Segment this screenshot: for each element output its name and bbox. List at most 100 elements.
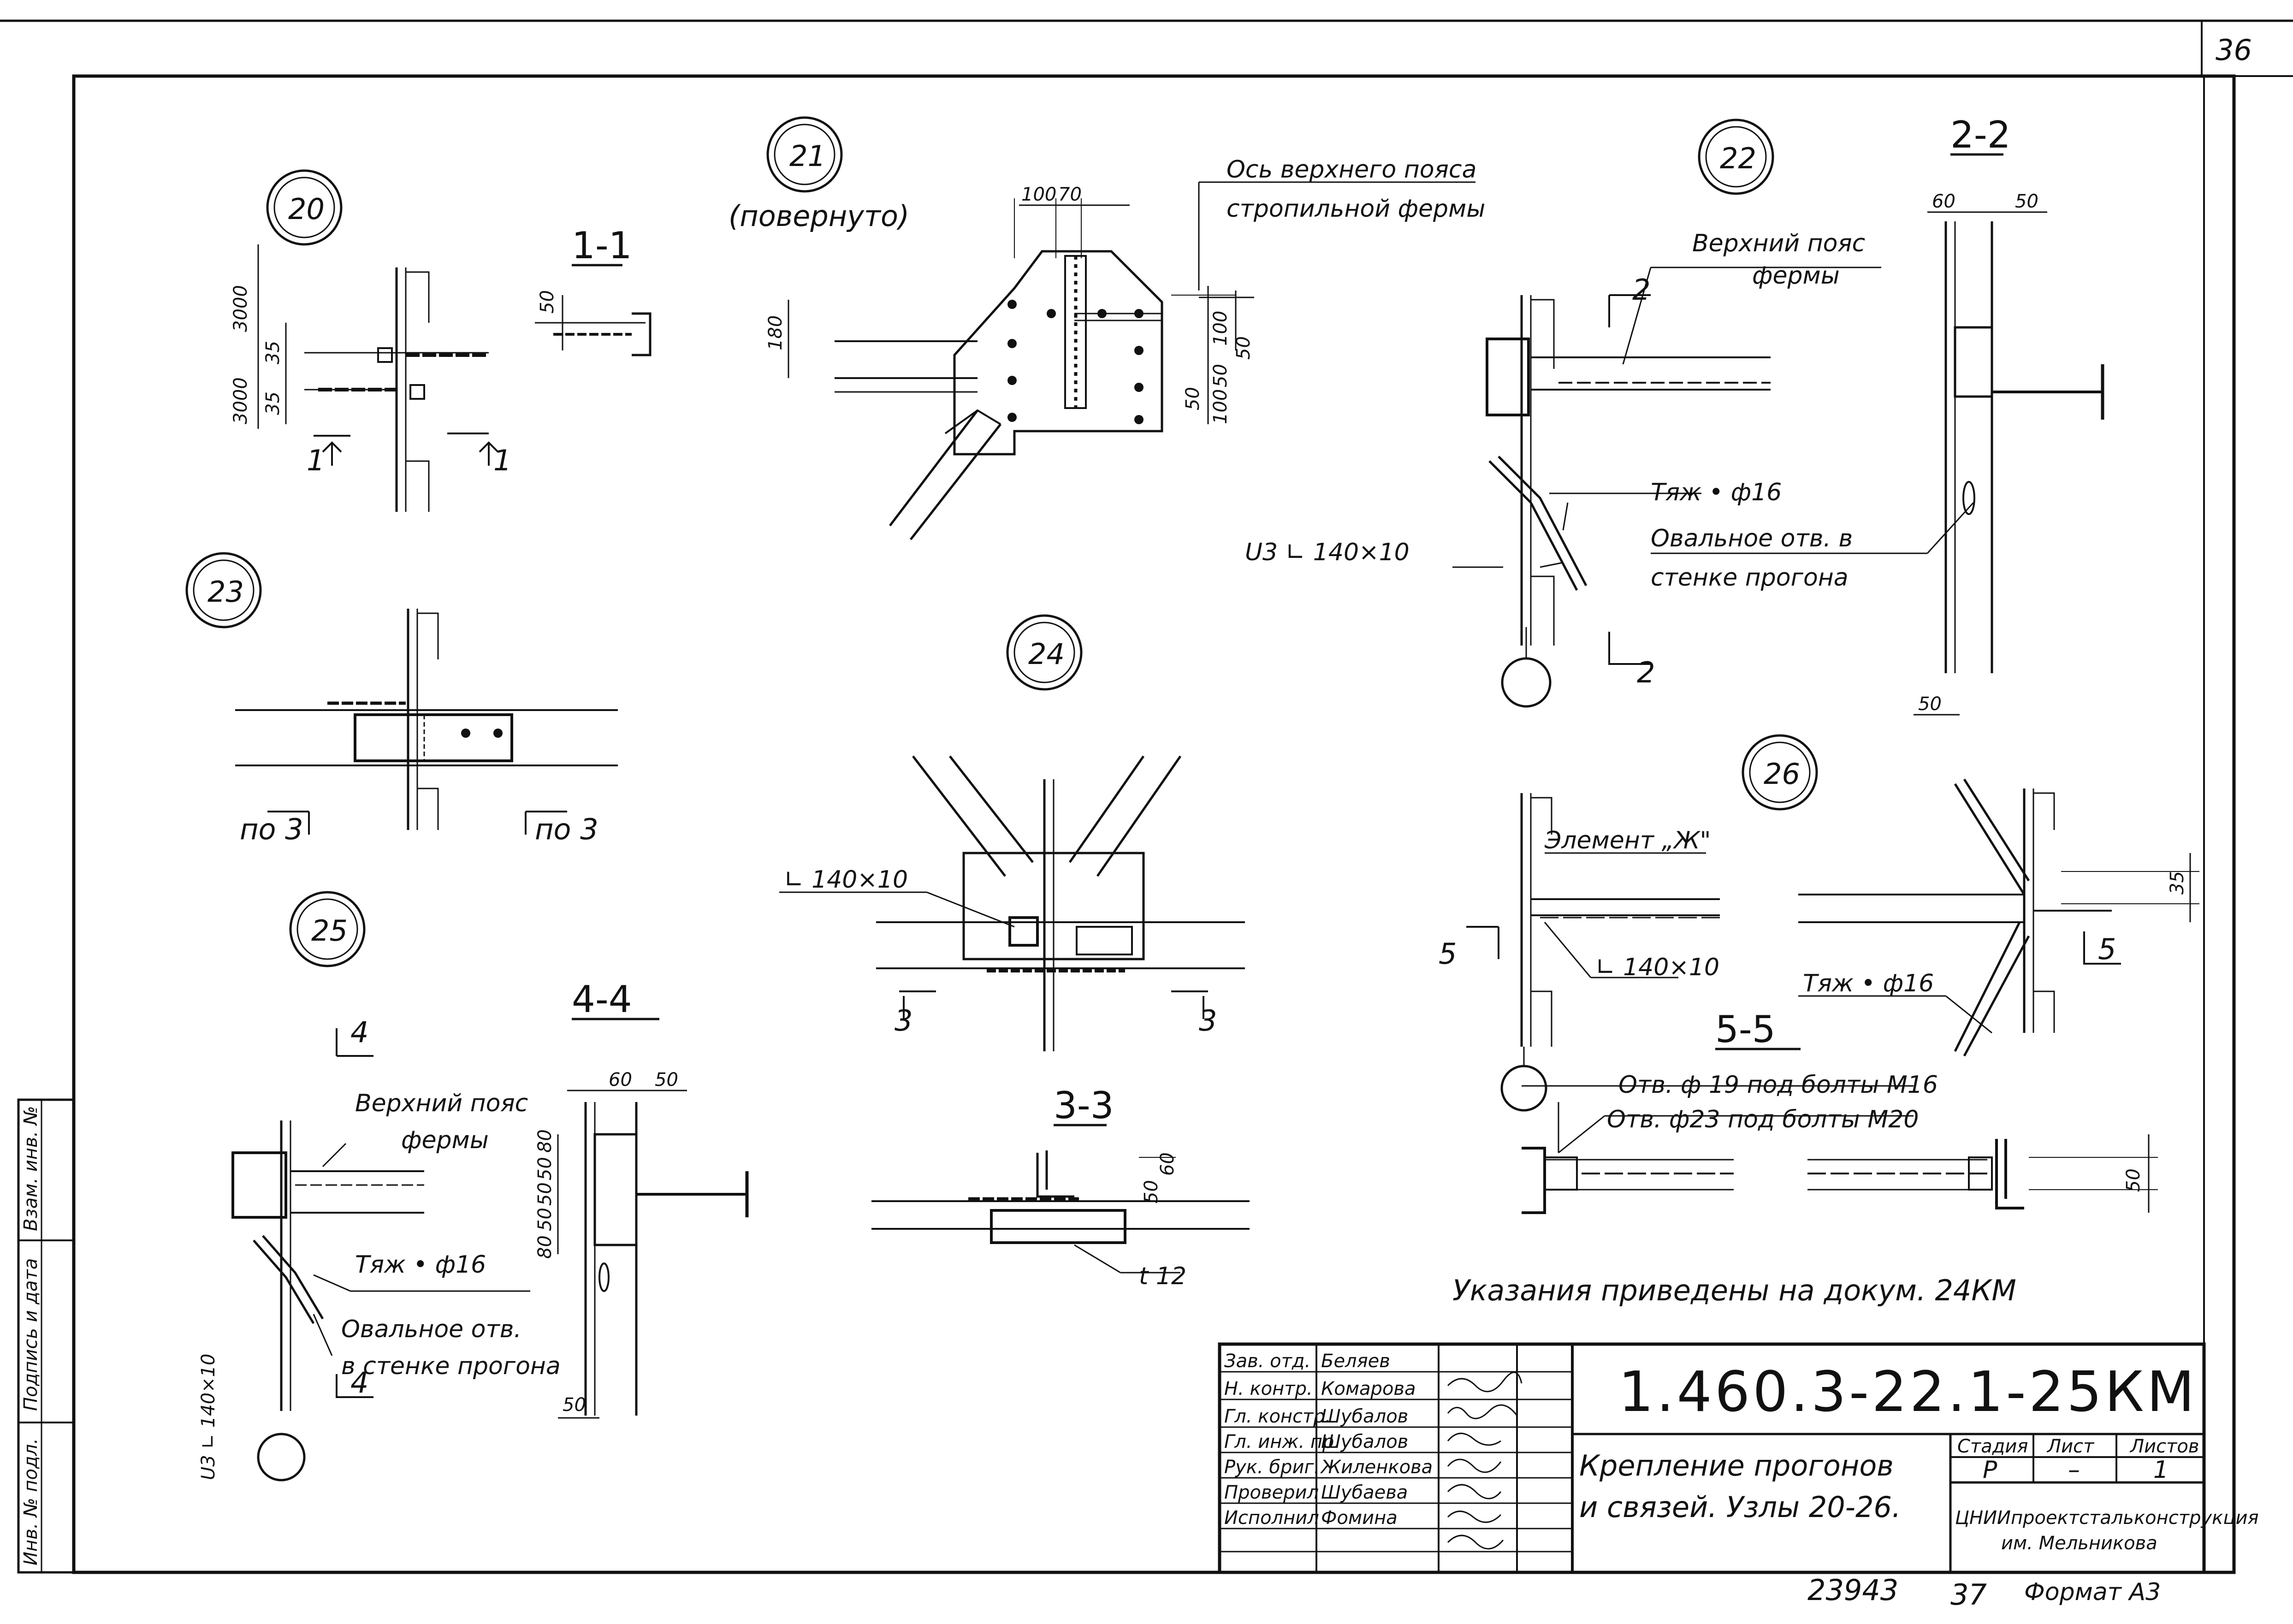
cut-5a: 5: [1439, 937, 1457, 971]
node-20-detail: [257, 244, 652, 512]
dim-50-44b: 50: [534, 1182, 556, 1206]
node-26-detail: [1466, 778, 2199, 1112]
role-5: Проверил: [1224, 1482, 1319, 1503]
cut-3c: 3: [895, 1004, 912, 1037]
label-tie-25: Тяж • ф16: [355, 1251, 486, 1279]
name-3: Шубалов: [1321, 1431, 1408, 1452]
cut-3a: по 3: [240, 812, 303, 846]
dim-60-44: 60: [609, 1069, 632, 1091]
bottom-number: 23943: [1807, 1573, 1898, 1607]
org-line-2: им. Мельникова: [2001, 1533, 2157, 1554]
side-stamp: [17, 1098, 75, 1574]
dim-180: 180: [765, 315, 786, 350]
section-3-3-detail: [871, 1150, 1250, 1274]
sheet-header: Лист: [2046, 1436, 2095, 1457]
label-tie-22: Тяж • ф16: [1651, 479, 1782, 506]
dim-50-44: 50: [655, 1069, 678, 1091]
section-4-4: 4-4: [572, 978, 632, 1021]
node-24-detail: [779, 755, 1245, 1051]
node-25-detail: [231, 1028, 530, 1482]
section-2-2: 2-2: [1950, 113, 2011, 156]
name-4: Жиленкова: [1320, 1457, 1433, 1478]
format-label: Формат А3: [2024, 1578, 2161, 1606]
label-oval-25b: в стенке прогона: [341, 1352, 561, 1380]
label-axis-top-chord: Ось верхнего пояса: [1226, 156, 1476, 184]
sheet-frame: [0, 19, 2293, 1574]
role-6: Исполнил: [1224, 1507, 1319, 1529]
section-3-3: 3-3: [1054, 1084, 1114, 1127]
section-2-2-detail: [1914, 211, 2104, 716]
stamp-inv-podl: Инв. № подл.: [20, 1438, 41, 1565]
label-oval-25a: Овальное отв.: [341, 1316, 521, 1343]
title-line-1: Крепление прогонов: [1579, 1449, 1894, 1482]
dim-3000b: 3000: [230, 377, 251, 424]
dim-80a: 80: [534, 1129, 556, 1153]
title-block: [1218, 1342, 2206, 1574]
label-oval-22a: Овальное отв. в: [1651, 525, 1853, 552]
dim-35-26: 35: [2167, 871, 2188, 895]
bottom-page: 37: [1950, 1578, 1987, 1612]
node-21-rotated: (повернуто): [729, 199, 909, 233]
node-23: 23: [207, 575, 244, 609]
node-circles: [185, 116, 1818, 967]
node-24: 24: [1028, 637, 1065, 671]
role-3: Гл. инж. пр.: [1224, 1431, 1340, 1452]
dim-50-1-1: 50: [537, 290, 558, 314]
label-hole-19: Отв. ф 19 под болты М16: [1618, 1071, 1938, 1099]
section-5-5: 5-5: [1715, 1008, 1776, 1051]
label-top-chord-22b: фермы: [1752, 262, 1840, 290]
dim-50b: 50: [1210, 364, 1231, 387]
name-6: Фомина: [1321, 1507, 1398, 1529]
cut-2b: 2: [1637, 656, 1655, 689]
cut-3d: 3: [1199, 1004, 1217, 1037]
sheet-value: –: [2068, 1456, 2080, 1484]
dim-100c: 100: [1210, 389, 1231, 424]
dim-35b: 35: [262, 391, 284, 415]
cut-1a: 1: [307, 444, 325, 477]
sheets-value: 1: [2153, 1456, 2169, 1484]
label-oval-22b: стенке прогона: [1651, 564, 1849, 592]
label-angle-24: ∟ 140×10: [784, 866, 908, 894]
label-top-chord-22a: Верхний пояс: [1692, 230, 1865, 257]
label-top-chord-25a: Верхний пояс: [355, 1090, 528, 1117]
label-angle-26: ∟ 140×10: [1595, 954, 1719, 981]
label-plate-t12: t 12: [1139, 1262, 1186, 1290]
dim-35a: 35: [262, 341, 284, 364]
dim-50-44d: 50: [563, 1394, 586, 1416]
sheets-header: Листов: [2129, 1436, 2199, 1457]
node-22: 22: [1720, 142, 1756, 175]
cut-4b: 4: [350, 1366, 368, 1399]
role-1: Н. контр.: [1224, 1378, 1313, 1399]
role-4: Рук. бриг.: [1224, 1457, 1320, 1478]
cut-2a: 2: [1632, 273, 1650, 307]
name-5: Шубаева: [1321, 1482, 1408, 1503]
label-angle-22: U3 ∟ 140×10: [1245, 539, 1410, 566]
dim-100a: 100: [1021, 184, 1056, 205]
stage-value: Р: [1983, 1456, 1997, 1484]
dim-60-22: 60: [1932, 191, 1955, 212]
role-0: Зав. отд.: [1224, 1351, 1310, 1372]
dim-50-22: 50: [2015, 191, 2038, 212]
note-text: Указания приведены на докум. 24КМ: [1452, 1274, 2016, 1307]
cut-5b: 5: [2098, 932, 2116, 966]
label-tie-26: Тяж • ф16: [1803, 970, 1934, 997]
name-2: Шубалов: [1321, 1406, 1408, 1427]
cut-4a: 4: [350, 1015, 368, 1049]
label-element-zh: Элемент „Ж": [1544, 827, 1711, 854]
label-hole-23: Отв. ф23 под болты М20: [1607, 1106, 1919, 1133]
node-21-detail: [788, 181, 1475, 540]
org-line-1: ЦНИИпроектстальконструкция: [1955, 1507, 2259, 1529]
name-1: Комарова: [1321, 1378, 1416, 1399]
dim-60-33: 60: [1157, 1152, 1178, 1176]
dim-80b: 80: [534, 1235, 556, 1259]
label-angle-25: U3 ∟ 140×10: [198, 1354, 219, 1480]
stamp-podpis-data: Подпись и дата: [20, 1258, 41, 1411]
node-26: 26: [1764, 757, 1800, 791]
node-22-detail: [1452, 267, 1974, 708]
dim-50-44c: 50: [534, 1208, 556, 1231]
dim-50c: 50: [1233, 336, 1254, 360]
section-1-1: 1-1: [572, 224, 632, 267]
role-2: Гл. констр.: [1224, 1406, 1331, 1427]
node-21: 21: [789, 139, 826, 173]
cut-1b: 1: [493, 444, 511, 477]
